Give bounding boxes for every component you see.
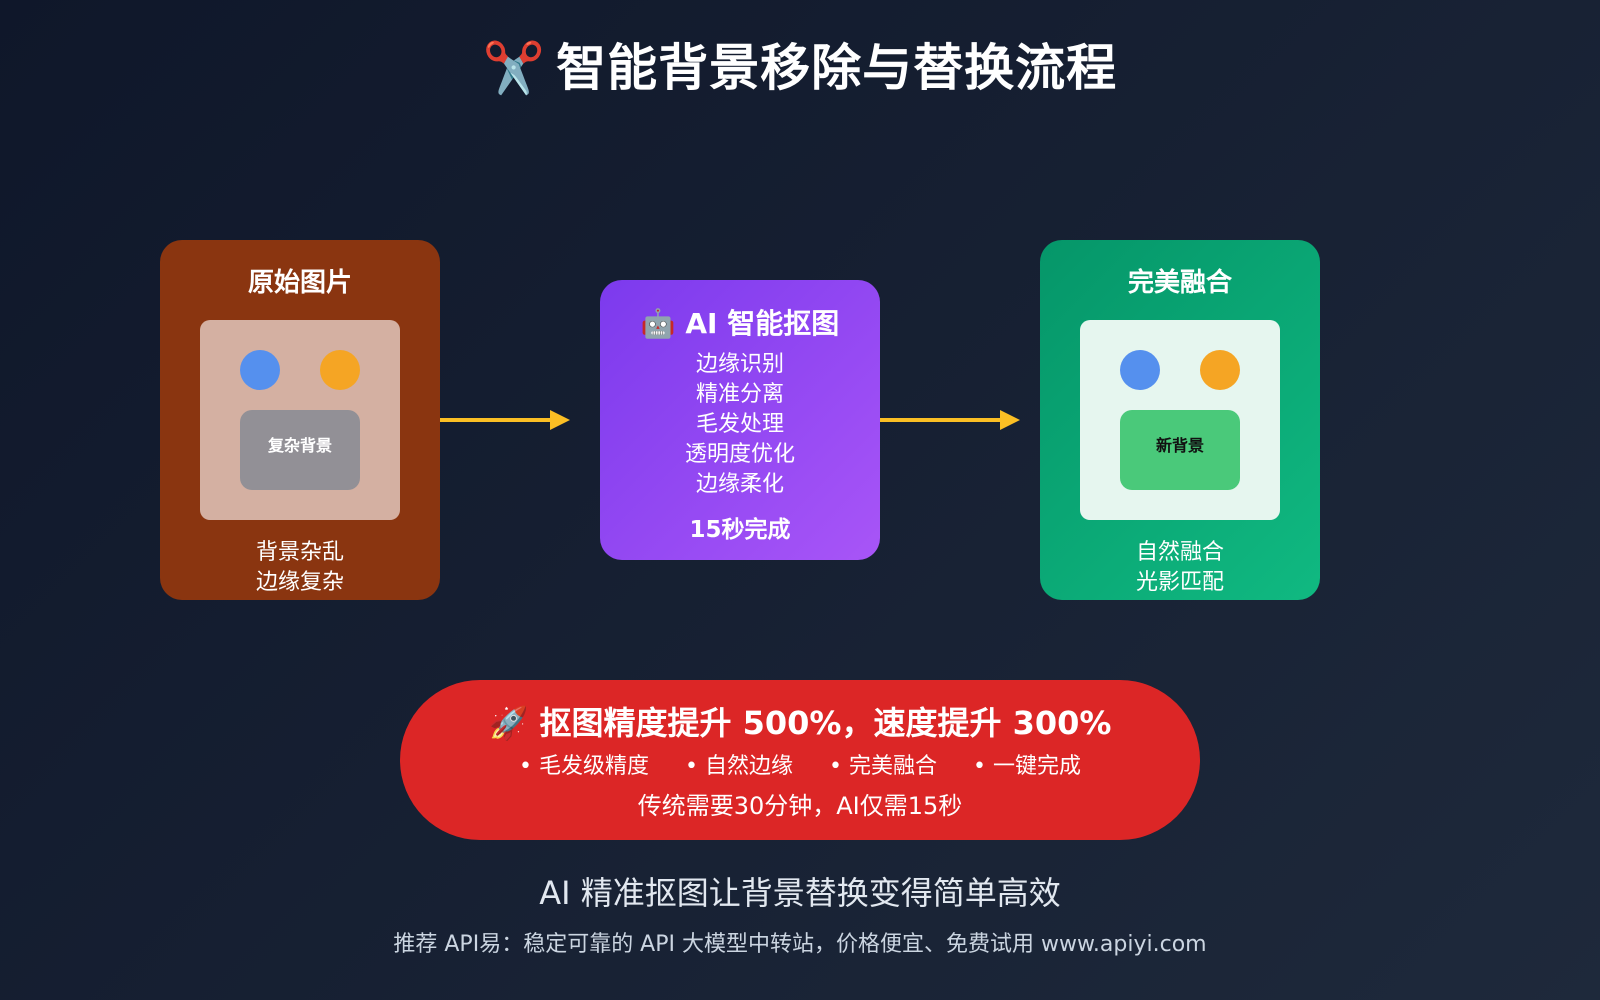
ai-step: 边缘识别 — [695, 352, 784, 377]
ai-card-title-text: AI 智能抠图 — [685, 307, 840, 340]
highlight-title-text: 抠图精度提升 500%，速度提升 300% — [539, 704, 1112, 742]
orange-circle-icon — [320, 350, 360, 390]
new-background-block: 新背景 — [1120, 410, 1240, 490]
ai-step: 精准分离 — [695, 382, 784, 407]
original-notes: 背景杂乱 边缘复杂 — [160, 538, 440, 598]
result-preview: 新背景 — [1080, 320, 1280, 520]
original-note: 边缘复杂 — [255, 570, 344, 595]
ai-step: 毛发处理 — [695, 412, 784, 437]
footer-tagline: AI 精准抠图让背景替换变得简单高效 — [539, 874, 1061, 912]
feature-item: • 完美融合 — [829, 754, 937, 779]
blue-circle-icon — [1120, 350, 1160, 390]
highlight-note: 传统需要30分钟，AI仅需15秒 — [637, 792, 963, 820]
original-preview: 复杂背景 — [200, 320, 400, 520]
highlight-title: 🚀 抠图精度提升 500%，速度提升 300% — [400, 698, 1200, 744]
scissors-icon: ✂️ — [482, 39, 547, 97]
page-title: ✂️智能背景移除与替换流程 — [0, 28, 1600, 100]
original-image-card: 原始图片 复杂背景 背景杂乱 边缘复杂 — [160, 240, 440, 600]
page-title-text: 智能背景移除与替换流程 — [556, 39, 1118, 97]
complex-background-block: 复杂背景 — [240, 410, 360, 490]
result-note: 光影匹配 — [1135, 570, 1224, 595]
ai-time-label: 15秒完成 — [689, 517, 791, 543]
result-notes: 自然融合 光影匹配 — [1040, 538, 1320, 598]
result-card-title: 完美融合 — [1127, 268, 1232, 298]
highlight-features: • 毛发级精度 • 自然边缘 • 完美融合 • 一键完成 — [400, 748, 1200, 780]
original-card-title: 原始图片 — [247, 268, 352, 298]
feature-item: • 一键完成 — [972, 754, 1081, 779]
blue-circle-icon — [240, 350, 280, 390]
ai-step: 边缘柔化 — [695, 472, 784, 497]
ai-card-title: 🤖 AI 智能抠图 — [600, 302, 880, 342]
highlight-banner: 🚀 抠图精度提升 500%，速度提升 300% • 毛发级精度 • 自然边缘 •… — [400, 680, 1200, 840]
footer-recommendation: 推荐 API易：稳定可靠的 API 大模型中转站，价格便宜、免费试用 www.a… — [393, 932, 1207, 957]
original-note: 背景杂乱 — [255, 540, 344, 565]
ai-steps-list: 边缘识别 精准分离 毛发处理 透明度优化 边缘柔化 — [600, 350, 880, 500]
orange-circle-icon — [1200, 350, 1240, 390]
feature-item: • 毛发级精度 — [519, 754, 650, 779]
ai-step: 透明度优化 — [684, 442, 795, 467]
feature-item: • 自然边缘 — [685, 754, 793, 779]
flow-arrow — [880, 410, 1020, 430]
robot-icon: 🤖 — [640, 307, 676, 340]
result-card: 完美融合 新背景 自然融合 光影匹配 — [1040, 240, 1320, 600]
flow-arrow — [440, 410, 570, 430]
ai-cutout-card: 🤖 AI 智能抠图 边缘识别 精准分离 毛发处理 透明度优化 边缘柔化 15秒完… — [600, 280, 880, 560]
rocket-icon: 🚀 — [488, 704, 529, 742]
result-note: 自然融合 — [1135, 540, 1224, 565]
